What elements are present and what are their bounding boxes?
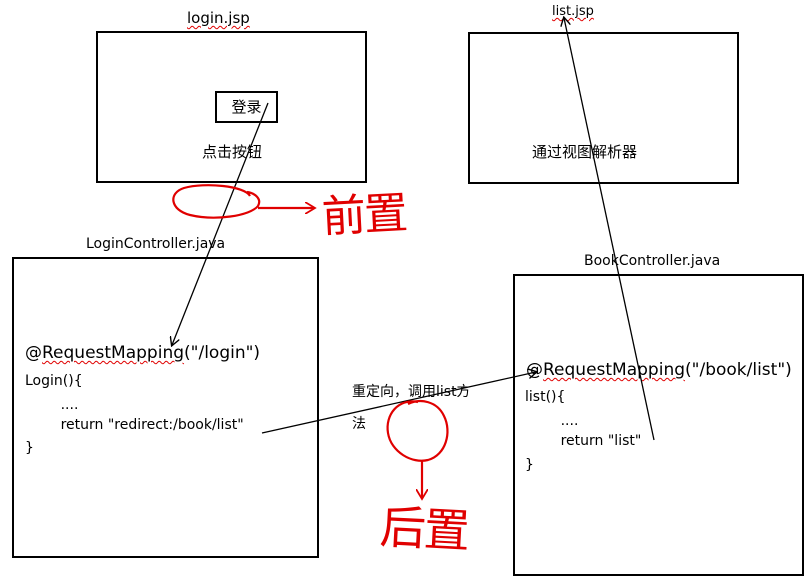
post-annotation: 后置: [378, 499, 470, 559]
book-controller-title: BookController.java: [584, 253, 721, 269]
book-code-line-2: ....: [525, 413, 579, 429]
login-mapping-args: ("/login"): [184, 343, 261, 363]
login-request-mapping: @RequestMapping("/login"): [25, 343, 261, 363]
list-jsp-box: [468, 32, 739, 184]
arrow-login-to-controller: [172, 102, 269, 345]
list-caption: 通过视图解析器: [532, 143, 638, 161]
login-jsp-box: [96, 31, 367, 183]
login-controller-box: [12, 257, 319, 558]
book-mapping-name: RequestMapping: [543, 360, 686, 380]
login-jsp-title-text: login.jsp: [187, 9, 250, 27]
book-controller-box: [513, 274, 804, 576]
list-jsp-title-text: list.jsp: [552, 4, 594, 19]
pre-annotation: 前置: [320, 187, 408, 244]
book-code-line-3: return "list": [525, 433, 642, 449]
login-code-line-3: return "redirect:/book/list": [25, 417, 244, 433]
login-controller-title: LoginController.java: [86, 236, 226, 252]
pre-ellipse: [172, 184, 261, 219]
redirect-label-line-2: 法: [352, 416, 366, 432]
login-code-line-2: ....: [25, 397, 79, 413]
arrow-redirect-to-book: [261, 372, 536, 434]
book-mapping-args: ("/book/list"): [685, 360, 792, 380]
book-code-line-1: list(){: [525, 389, 566, 405]
redirect-label-line-1: 重定向，调用list方: [352, 384, 471, 400]
login-button[interactable]: 登录: [215, 91, 278, 123]
login-code-line-4: }: [25, 440, 34, 456]
login-jsp-title: login.jsp: [187, 10, 250, 26]
list-jsp-title: list.jsp: [552, 4, 594, 20]
book-code-line-4: }: [525, 457, 534, 473]
login-mapping-name: RequestMapping: [42, 343, 185, 363]
post-circle: [386, 400, 449, 462]
login-code-line-1: Login(){: [25, 373, 83, 389]
login-mapping-at: @: [25, 343, 42, 363]
arrow-return-to-list-jsp: [564, 18, 655, 441]
